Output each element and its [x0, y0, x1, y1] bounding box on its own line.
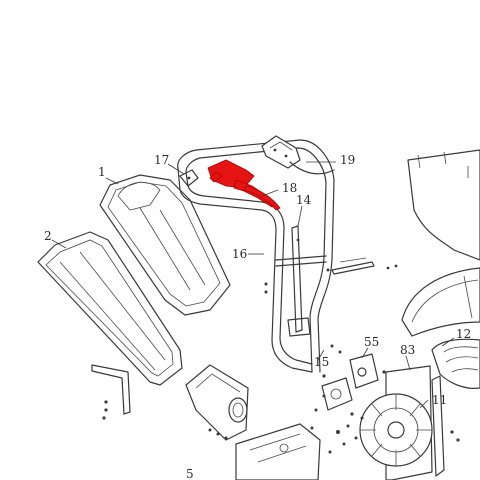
part-16-handle-frame[interactable]: [177, 139, 335, 373]
part-1-hopper[interactable]: [99, 174, 231, 316]
callout-55: 55: [364, 335, 379, 349]
callout-17: 17: [154, 153, 169, 167]
part-17-cable-clip[interactable]: [179, 169, 199, 187]
skid-rod[interactable]: [331, 257, 398, 275]
gear-box[interactable]: [235, 423, 321, 480]
callout-2: 2: [44, 229, 52, 243]
auger-shroud[interactable]: [401, 267, 480, 337]
part-55-bracket[interactable]: [321, 353, 386, 416]
deflector-plate[interactable]: [185, 364, 249, 441]
leader-lines: [51, 161, 455, 409]
part-12-auger-bracket[interactable]: [431, 338, 480, 389]
callout-16: 16: [232, 247, 247, 261]
callout-12: 12: [456, 327, 471, 341]
callout-5x: 5: [186, 467, 194, 480]
part-2-hopper[interactable]: [37, 231, 183, 386]
engine-housing[interactable]: [407, 149, 480, 261]
callout-1: 1: [98, 165, 106, 179]
callout-14: 14: [296, 193, 312, 207]
mount-bracket[interactable]: [91, 364, 131, 420]
part-18-control-lever-highlighted[interactable]: [207, 159, 281, 211]
callout-18: 18: [282, 181, 297, 195]
callout-19: 19: [340, 153, 355, 167]
callout-11: 11: [432, 393, 447, 407]
part-83-impeller-housing[interactable]: [359, 365, 460, 480]
fastener-hardware: [208, 344, 364, 454]
callout-15: 15: [314, 355, 329, 369]
part-19-throttle-control[interactable]: [261, 135, 335, 175]
callout-83: 83: [400, 343, 415, 357]
part-14-control-rod[interactable]: [287, 225, 311, 337]
